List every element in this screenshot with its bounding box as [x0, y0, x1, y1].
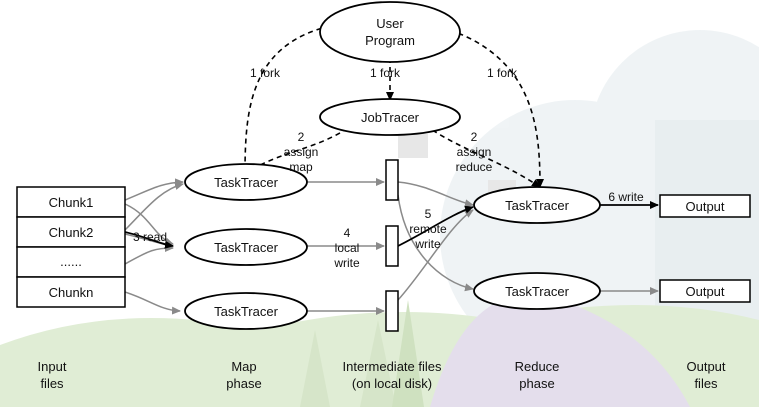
remote-write-label-line2: remote	[409, 222, 447, 236]
phase-map-line1: Map	[231, 359, 256, 374]
user-program-label-line2: Program	[365, 33, 415, 48]
output-1-label: Output	[685, 199, 724, 214]
remote-write-label-line3: write	[414, 237, 441, 251]
partition-arrow-3	[397, 194, 474, 292]
phase-intermediate-line1: Intermediate files	[343, 359, 442, 374]
write-label: 6 write	[608, 190, 644, 204]
input-chunks: Chunk1 Chunk2 ...... Chunkn	[16, 186, 126, 308]
chunk-n-label: Chunkn	[49, 285, 94, 300]
read-arrow-chunkn	[124, 244, 174, 265]
partition-arrow-2	[397, 209, 474, 301]
reduce-task-tracer-1: TaskTracer	[473, 186, 601, 224]
output-2-label: Output	[685, 284, 724, 299]
user-program-node: User Program	[319, 1, 461, 63]
phase-output-line1: Output	[686, 359, 725, 374]
solid-arrows	[124, 201, 659, 249]
fork-label-middle: 1 fork	[370, 66, 401, 80]
phase-output-line2: files	[694, 376, 718, 391]
assign-reduce-arrow	[424, 124, 541, 188]
intermediate-files	[385, 159, 399, 332]
map-task-tracer-3-label: TaskTracer	[214, 304, 278, 319]
intermediate-file-3	[385, 290, 399, 332]
map-task-tracer-3: TaskTracer	[184, 292, 308, 330]
phase-input-line1: Input	[38, 359, 67, 374]
phase-reduce-line1: Reduce	[515, 359, 560, 374]
phase-intermediate-line2: (on local disk)	[352, 376, 432, 391]
chunk-1-label: Chunk1	[49, 195, 94, 210]
local-write-label-line3: write	[333, 256, 360, 270]
job-tracer-label: JobTracer	[361, 110, 420, 125]
output-box-1	[659, 194, 751, 218]
reduce-task-tracer-1-label: TaskTracer	[505, 198, 569, 213]
reduce-task-tracer-2: TaskTracer	[473, 272, 601, 310]
job-tracer-node: JobTracer	[319, 98, 461, 136]
output-boxes: Output Output	[659, 194, 751, 303]
phase-map-line2: phase	[226, 376, 261, 391]
local-write-label-line2: local	[335, 241, 360, 255]
remote-write-arrow	[397, 205, 474, 247]
chunk-ellipsis-label: ......	[60, 254, 82, 269]
fork-arrow-right	[449, 29, 544, 188]
assign-map-label-line1: 2	[298, 130, 305, 144]
assign-map-label-line3: map	[289, 160, 313, 174]
assign-map-label-line2: assign	[284, 145, 319, 159]
fork-arrow-left	[241, 25, 331, 175]
partition-arrow-1	[397, 181, 474, 208]
read-arrow-chunk2-to-map1	[124, 182, 184, 231]
map-task-tracer-1: TaskTracer	[184, 163, 308, 201]
assign-reduce-label-line1: 2	[471, 130, 478, 144]
map-task-tracer-1-label: TaskTracer	[214, 175, 278, 190]
chunk-2-label: Chunk2	[49, 225, 94, 240]
read-arrow-highlight	[124, 231, 174, 249]
map-task-tracer-2: TaskTracer	[184, 228, 308, 266]
read-arrow-chunk1	[124, 178, 184, 201]
phase-labels: Input files Map phase Intermediate files…	[38, 359, 726, 391]
read-arrow-chunkn-to-map3	[124, 291, 181, 315]
map-task-tracer-2-label: TaskTracer	[214, 240, 278, 255]
edge-labels: 1 fork 1 fork 1 fork 2 assign map 2 assi…	[133, 66, 644, 270]
phase-reduce-line2: phase	[519, 376, 554, 391]
intermediate-file-2	[385, 225, 399, 267]
dashed-arrows	[241, 25, 544, 188]
local-write-label-line1: 4	[344, 226, 351, 240]
user-program-label-line1: User	[376, 16, 404, 31]
assign-reduce-label-line3: reduce	[456, 160, 493, 174]
assign-reduce-label-line2: assign	[457, 145, 492, 159]
intermediate-file-1	[385, 159, 399, 201]
reduce-task-tracer-2-label: TaskTracer	[505, 284, 569, 299]
fork-label-right: 1 fork	[487, 66, 518, 80]
read-label: 3 read	[133, 230, 167, 244]
remote-write-label-line1: 5	[425, 207, 432, 221]
output-box-2	[659, 279, 751, 303]
phase-input-line2: files	[40, 376, 64, 391]
fork-label-left: 1 fork	[250, 66, 281, 80]
